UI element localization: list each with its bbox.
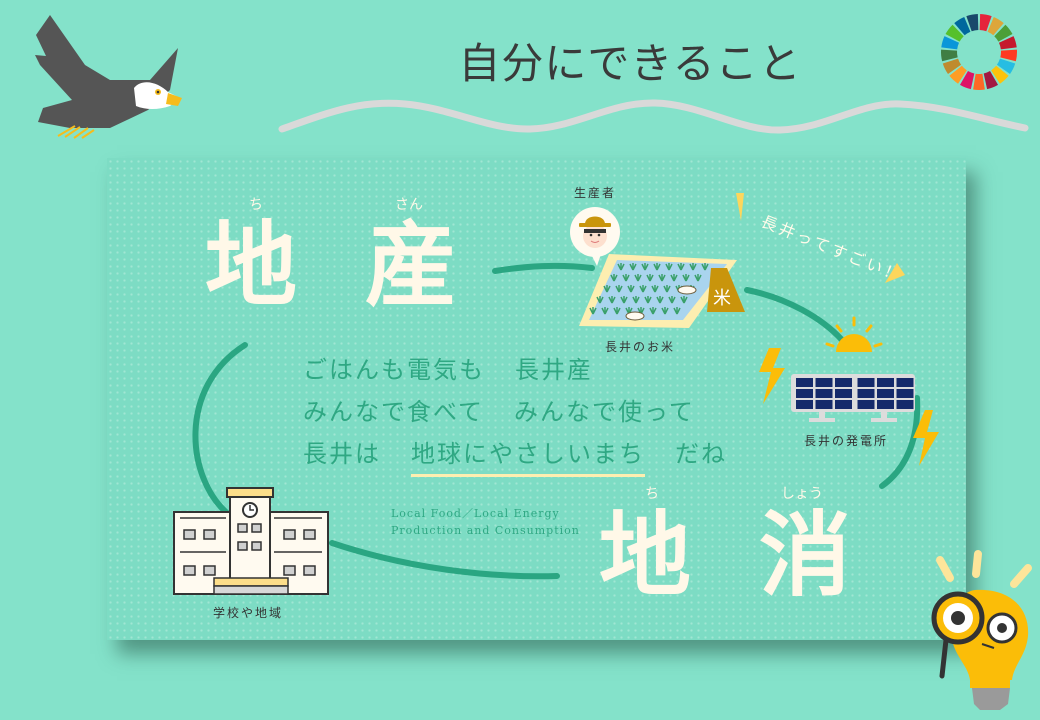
rice-label: 長井のお米	[605, 340, 676, 354]
rice-paddy-icon: 米	[579, 254, 745, 328]
lightning-icon	[913, 410, 939, 466]
cycle-line	[192, 262, 921, 580]
power-plant-label: 長井の発電所	[804, 434, 889, 448]
sdgs-wheel-icon	[941, 14, 1017, 90]
exclaim-accent-icon	[736, 193, 905, 283]
page-title: 自分にできること	[458, 39, 802, 88]
kanji-chi-top: 地	[205, 212, 298, 319]
eagle-icon	[35, 15, 182, 139]
school-label: 学校や地域	[213, 606, 284, 620]
english-subtitle: Local Food／Local Energy Production and C…	[391, 505, 580, 539]
solar-panel-icon	[791, 374, 915, 422]
ruby-shou: しょう	[781, 486, 823, 502]
english-line-2: Production and Consumption	[391, 524, 580, 537]
message-text: ごはんも電気も	[303, 356, 485, 384]
message-line-3: 長井は 地球にやさしいまち だね	[303, 440, 727, 477]
ruby-san: さん	[395, 197, 423, 213]
message-text: みんなで使って	[514, 398, 695, 426]
message-line-2: みんなで食べて みんなで使って	[303, 400, 695, 424]
message-text: 長井産	[515, 356, 593, 384]
farmer-icon	[570, 207, 620, 266]
message-text: みんなで食べて	[303, 398, 485, 426]
producer-label: 生産者	[574, 186, 617, 200]
ruby-chi-bottom: ち	[645, 486, 659, 502]
lightbulb-mascot-icon	[931, 550, 1032, 710]
ruby-chi-top: ち	[249, 197, 263, 213]
kanji-shou: 消	[759, 502, 852, 609]
message-text: 長井は	[303, 440, 381, 468]
kanji-san: 産	[365, 212, 458, 319]
lightning-icon	[759, 348, 785, 404]
kanji-chi-bottom: 地	[599, 502, 692, 609]
local-production-card: ち さん 地 産 ち しょう 地 消 ごはんも電気も長井産 みんなで食べてみんな…	[107, 158, 966, 640]
english-line-1: Local Food／Local Energy	[391, 507, 560, 520]
message-text: だね	[675, 440, 727, 468]
sun-icon	[825, 316, 883, 352]
highlighted-phrase: 地球にやさしいまち	[411, 440, 645, 477]
school-building-icon	[173, 487, 329, 595]
svg-text:米: 米	[713, 288, 731, 309]
message-line-1: ごはんも電気も 長井産	[303, 358, 593, 382]
